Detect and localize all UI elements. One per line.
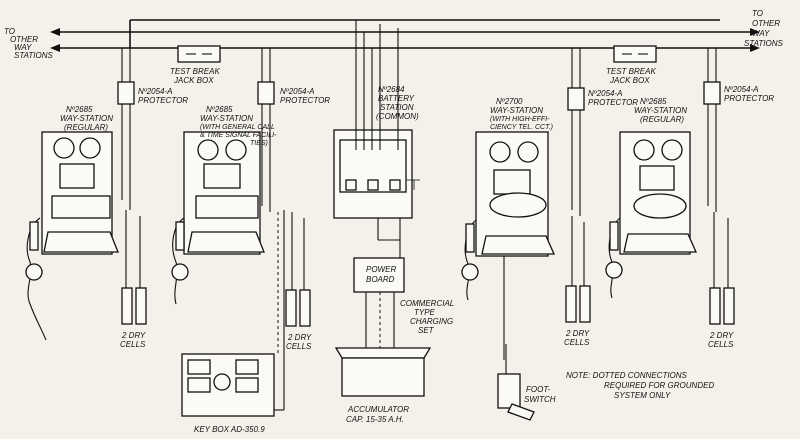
svg-text:CIENCY TEL. CCT.): CIENCY TEL. CCT.) <box>490 124 553 131</box>
svg-text:WAY: WAY <box>752 29 770 38</box>
svg-text:Nº2700: Nº2700 <box>496 97 523 106</box>
svg-text:(COMMON): (COMMON) <box>376 112 419 121</box>
svg-text:PROTECTOR: PROTECTOR <box>724 94 774 103</box>
protector-1: Nº2054-A PROTECTOR <box>117 48 188 105</box>
battery-station: Nº2684 BATTERY STATION (COMMON) <box>333 20 420 219</box>
power-board: POWER BOARD <box>353 218 405 293</box>
way-station-2: Nº2685 WAY-STATION (WITH GENERAL CALL & … <box>171 104 277 305</box>
svg-text:OTHER: OTHER <box>10 35 38 44</box>
svg-text:Nº2685: Nº2685 <box>640 97 667 106</box>
svg-text:CELLS: CELLS <box>708 340 734 349</box>
svg-text:Nº2054-A: Nº2054-A <box>588 89 623 98</box>
svg-text:(REGULAR): (REGULAR) <box>64 123 108 132</box>
svg-text:JACK BOX: JACK BOX <box>173 76 214 85</box>
svg-text:WAY-STATION: WAY-STATION <box>60 114 113 123</box>
svg-text:PROTECTOR: PROTECTOR <box>588 98 638 107</box>
svg-text:(REGULAR): (REGULAR) <box>640 115 684 124</box>
svg-text:Nº2054-A: Nº2054-A <box>138 87 173 96</box>
svg-text:Nº2685: Nº2685 <box>66 105 93 114</box>
way-station-3: Nº2700 WAY-STATION (WITH HIGH-EFFI- CIEN… <box>461 97 581 360</box>
svg-text:TYPE: TYPE <box>414 308 436 317</box>
svg-text:Nº2054-A: Nº2054-A <box>724 85 759 94</box>
svg-text:SWITCH: SWITCH <box>524 395 556 404</box>
charging-set-label: COMMERCIAL TYPE CHARGING SET <box>400 299 454 335</box>
dry-cells-1: 2 DRY CELLS <box>120 210 147 349</box>
svg-text:Nº2684: Nº2684 <box>378 85 405 94</box>
svg-text:2 DRY: 2 DRY <box>121 331 146 340</box>
svg-text:TIES): TIES) <box>250 140 268 147</box>
svg-text:WAY: WAY <box>14 43 32 52</box>
svg-text:WAY-STATION: WAY-STATION <box>490 106 543 115</box>
svg-text:OTHER: OTHER <box>752 19 780 28</box>
svg-text:CHARGING: CHARGING <box>410 317 453 326</box>
svg-text:JACK BOX: JACK BOX <box>609 76 650 85</box>
svg-text:2 DRY: 2 DRY <box>287 333 312 342</box>
dry-cells-3: 2 DRY CELLS <box>564 216 591 347</box>
test-break-jack-box-right: TEST BREAK JACK BOX <box>606 45 657 85</box>
svg-text:SET: SET <box>418 326 435 335</box>
svg-text:COMMERCIAL: COMMERCIAL <box>400 299 454 308</box>
svg-text:STATIONS: STATIONS <box>744 39 783 48</box>
test-break-jack-box-left: TEST BREAK JACK BOX <box>170 45 221 85</box>
svg-text:SYSTEM ONLY: SYSTEM ONLY <box>614 391 671 400</box>
svg-text:2 DRY: 2 DRY <box>565 329 590 338</box>
svg-text:CELLS: CELLS <box>120 340 146 349</box>
svg-text:WAY-STATION: WAY-STATION <box>634 106 687 115</box>
svg-text:ACCUMULATOR: ACCUMULATOR <box>347 405 409 414</box>
svg-text:NOTE: DOTTED CONNECTIONS: NOTE: DOTTED CONNECTIONS <box>566 371 688 380</box>
svg-text:BOARD: BOARD <box>366 275 395 284</box>
svg-text:STATIONS: STATIONS <box>14 51 53 60</box>
key-box: KEY BOX AD-350.9 <box>181 210 285 434</box>
svg-text:PROTECTOR: PROTECTOR <box>280 96 330 105</box>
accumulator: ACCUMULATOR CAP. 15-35 A.H. <box>334 292 432 424</box>
svg-text:TO: TO <box>752 9 763 18</box>
note: NOTE: DOTTED CONNECTIONS REQUIRED FOR GR… <box>566 371 714 400</box>
protector-3: Nº2054-A PROTECTOR <box>567 48 638 111</box>
svg-text:PROTECTOR: PROTECTOR <box>138 96 188 105</box>
dry-cells-4: 2 DRY CELLS <box>708 212 735 349</box>
svg-text:CELLS: CELLS <box>286 342 312 351</box>
svg-text:2 DRY: 2 DRY <box>709 331 734 340</box>
dry-cells-2: 2 DRY CELLS <box>285 212 312 351</box>
svg-text:WAY-STATION: WAY-STATION <box>200 114 253 123</box>
svg-text:FOOT-: FOOT- <box>526 385 550 394</box>
way-station-1: Nº2685 WAY-STATION (REGULAR) <box>25 104 131 341</box>
svg-text:CELLS: CELLS <box>564 338 590 347</box>
svg-text:CAP. 15-35 A.H.: CAP. 15-35 A.H. <box>346 415 404 424</box>
protector-2: Nº2054-A PROTECTOR <box>257 48 330 105</box>
foot-switch: FOOT- SWITCH <box>497 344 556 421</box>
svg-text:Nº2054-A: Nº2054-A <box>280 87 315 96</box>
svg-text:(WITH HIGH-EFFI-: (WITH HIGH-EFFI- <box>490 116 550 123</box>
svg-text:TEST BREAK: TEST BREAK <box>170 67 220 76</box>
svg-text:& TIME SIGNAL FACILI-: & TIME SIGNAL FACILI- <box>200 132 277 139</box>
svg-text:BATTERY: BATTERY <box>378 94 415 103</box>
svg-text:TO: TO <box>4 27 15 36</box>
to-other-stations-left: TO OTHER WAY STATIONS <box>4 27 53 60</box>
svg-text:Nº2685: Nº2685 <box>206 105 233 114</box>
protector-4: Nº2054-A PROTECTOR <box>703 48 774 105</box>
svg-text:KEY BOX AD-350.9: KEY BOX AD-350.9 <box>194 425 265 434</box>
svg-text:REQUIRED FOR GROUNDED: REQUIRED FOR GROUNDED <box>604 381 714 390</box>
svg-text:POWER: POWER <box>366 265 396 274</box>
to-other-stations-right: TO OTHER WAY STATIONS <box>744 9 783 48</box>
way-station-4: Nº2685 WAY-STATION (REGULAR) <box>605 97 717 299</box>
svg-text:(WITH GENERAL CALL: (WITH GENERAL CALL <box>200 124 275 131</box>
svg-text:TEST BREAK: TEST BREAK <box>606 67 656 76</box>
svg-text:STATION: STATION <box>380 103 414 112</box>
